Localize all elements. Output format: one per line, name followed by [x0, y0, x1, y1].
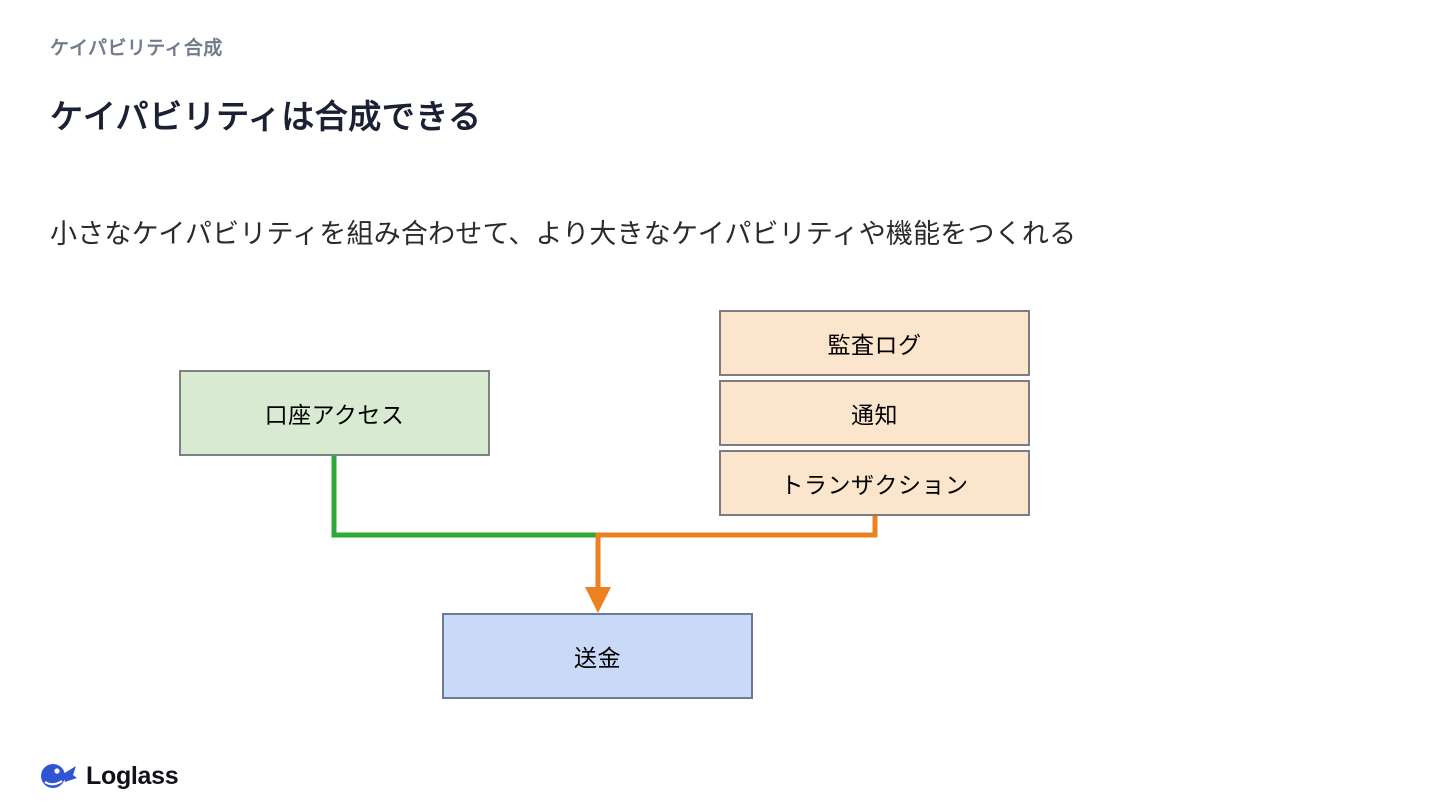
edge-account-access-to-remittance [331, 456, 600, 538]
brand-logo: Loglass [38, 760, 179, 792]
node-account-access[interactable]: 口座アクセス [179, 370, 490, 456]
node-transaction[interactable]: トランザクション [719, 450, 1030, 516]
page-title: ケイパビリティは合成できる [50, 98, 482, 135]
slide-eyebrow: ケイパビリティ合成 [50, 38, 223, 59]
slide-lead-text: 小さなケイパビリティを組み合わせて、より大きなケイパビリティや機能をつくれる [50, 219, 1077, 249]
node-label: 口座アクセス [264, 402, 405, 428]
node-label: 通知 [851, 402, 898, 428]
edge-transaction-to-remittance [595, 516, 878, 598]
node-label: 監査ログ [827, 332, 922, 358]
brand-logo-text: Loglass [86, 761, 179, 790]
node-remittance[interactable]: 送金 [442, 613, 753, 699]
arrowhead-icon [585, 587, 611, 613]
node-notification[interactable]: 通知 [719, 380, 1030, 446]
whale-icon [41, 764, 77, 788]
node-audit-log[interactable]: 監査ログ [719, 310, 1030, 376]
node-label: トランザクション [780, 472, 969, 498]
node-label: 送金 [574, 645, 621, 671]
